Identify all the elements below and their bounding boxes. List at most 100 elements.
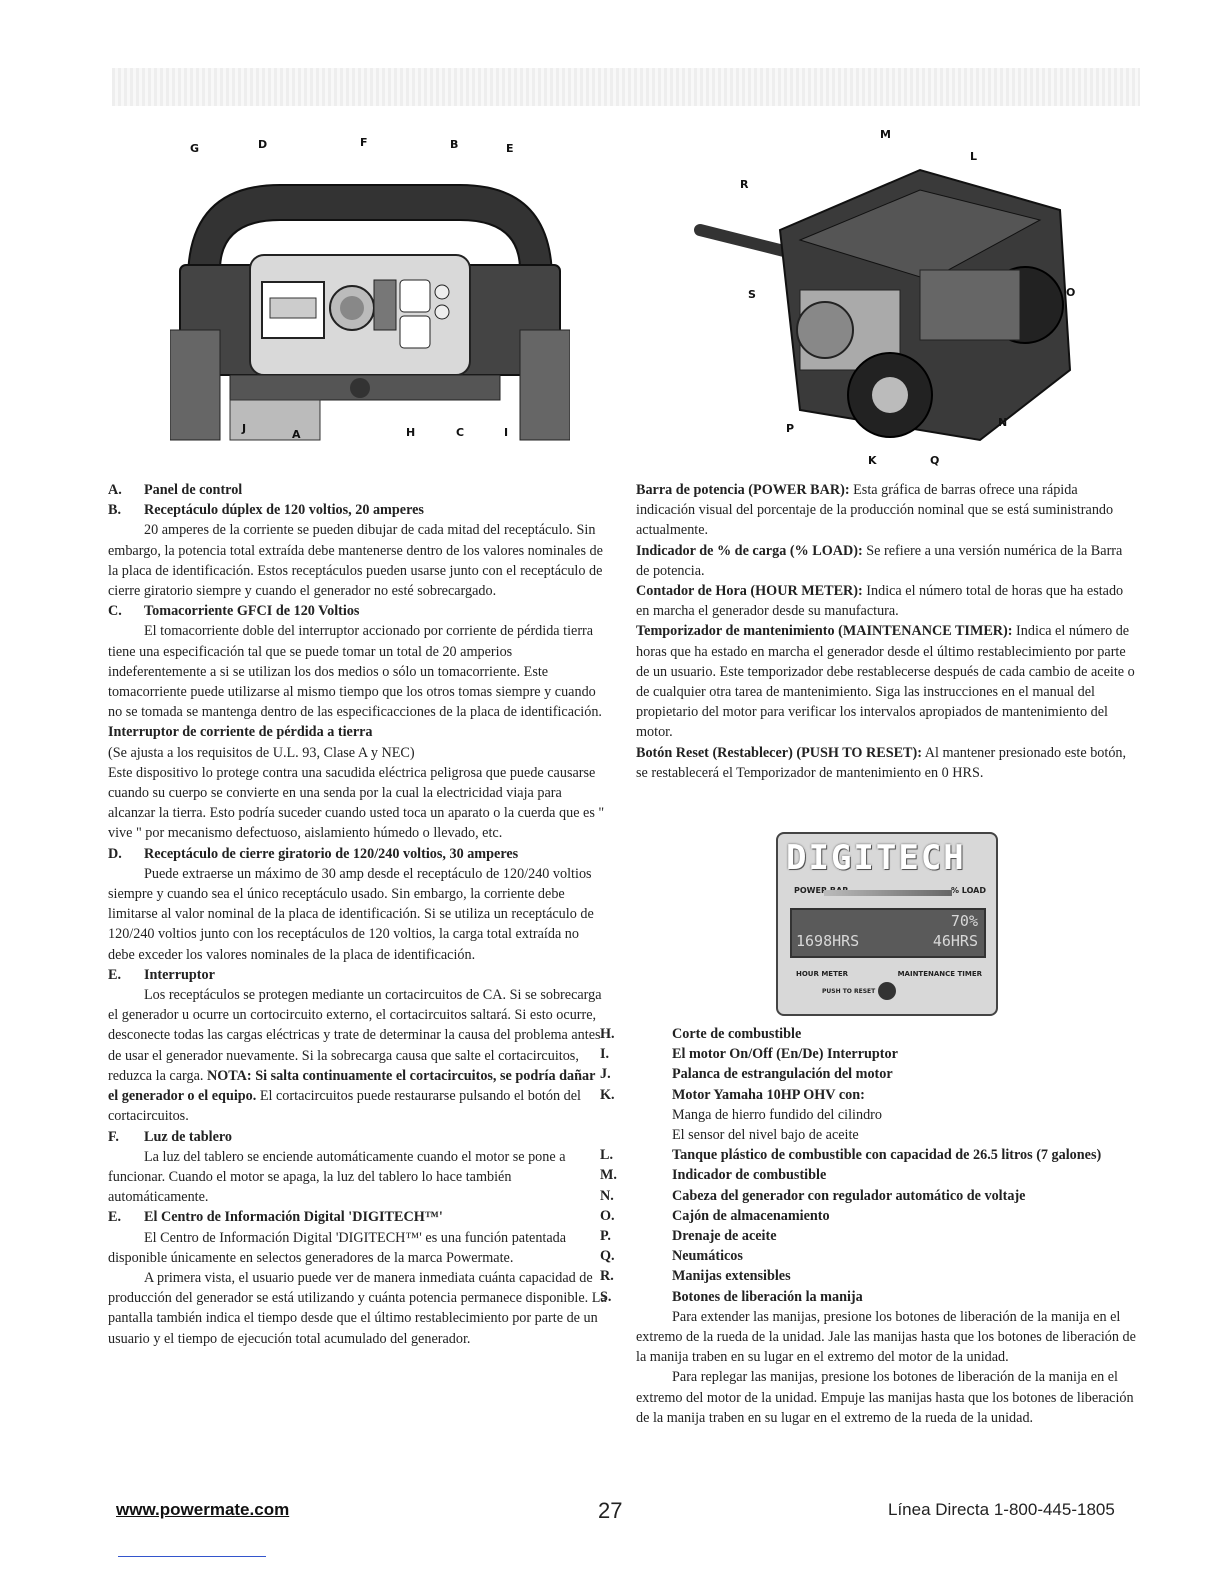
digitech-display: DIGITECH POWER BAR % LOAD 70% 1698HRS 46… — [776, 832, 998, 1016]
definition: Temporizador de mantenimiento (MAINTENAN… — [636, 621, 1138, 742]
list-item: M. Indicador de combustible — [600, 1165, 1138, 1185]
label-K: K — [868, 454, 877, 467]
paragraph: 20 amperes de la corriente se pueden dib… — [108, 522, 603, 600]
header-band — [112, 68, 1140, 106]
reset-button[interactable] — [878, 982, 896, 1000]
footer-rule — [118, 1556, 266, 1557]
label-B: B — [450, 138, 459, 151]
list-key: M. — [600, 1167, 617, 1184]
list-label: Cajón de almacenamiento — [672, 1207, 830, 1224]
list-label: Neumáticos — [672, 1248, 743, 1265]
load-label: % LOAD — [950, 886, 986, 895]
list-key: J. — [600, 1066, 611, 1083]
generator-figure: M L R S O P N K Q — [680, 120, 1090, 470]
subheading: Interruptor de corriente de pérdida a ti… — [108, 724, 373, 741]
definition-text: Esta gráfica de barras ofrece una rápida… — [636, 482, 1114, 539]
label-M: M — [880, 128, 891, 141]
paragraph: (Se ajusta a los requisitos de U.L. 93, … — [108, 744, 415, 761]
list-item: O. Cajón de almacenamiento — [600, 1206, 1138, 1226]
list-key: S. — [600, 1288, 612, 1305]
definition: Botón Reset (Restablecer) (PUSH TO RESET… — [636, 743, 1138, 783]
list-key: P. — [600, 1228, 611, 1245]
label-C: C — [456, 426, 465, 439]
label-A: A — [292, 428, 301, 441]
label-F: F — [360, 136, 368, 149]
paragraph: Puede extraerse un máximo de 30 amp desd… — [108, 865, 594, 963]
section-heading: E. El Centro de Información Digital 'DIGI… — [108, 1207, 608, 1227]
power-bar-label: POWER BAR — [794, 886, 849, 895]
section-heading: E. Interruptor — [108, 965, 608, 985]
generator-drawing — [694, 168, 1072, 442]
paragraph: Para replegar las manijas, presione los … — [636, 1369, 1134, 1426]
list-item: H. Corte de combustible — [600, 1024, 1138, 1044]
section-key: A. — [108, 482, 122, 498]
list-label: Manijas extensibles — [672, 1268, 791, 1285]
power-bar — [824, 890, 952, 896]
definition-term: Botón Reset (Restablecer) (PUSH TO RESET… — [636, 744, 922, 761]
list-key: O. — [600, 1207, 615, 1224]
definition: Barra de potencia (POWER BAR): Esta gráf… — [636, 480, 1138, 541]
lcd-hours: 1698HRS — [796, 932, 860, 950]
paragraph: Los receptáculos se protegen mediante un… — [108, 985, 608, 1126]
hour-meter-label: HOUR METER — [796, 970, 849, 978]
definition-term: Barra de potencia (POWER BAR): — [636, 482, 850, 498]
section-key: E. — [108, 966, 122, 983]
digitech-logo: DIGITECH — [786, 838, 966, 878]
definition-text: Indica el número de horas que ha estado … — [636, 623, 1135, 741]
list-label: Motor Yamaha 10HP OHV con: — [672, 1086, 865, 1103]
section-title: Luz de tablero — [144, 1128, 233, 1145]
section-heading: B. Receptáculo dúplex de 120 voltios, 20 … — [108, 500, 608, 520]
section-title: Tomacorriente GFCI de 120 Voltios — [144, 603, 360, 620]
section-key: C. — [108, 603, 122, 620]
label-P: P — [786, 422, 795, 435]
lcd-load: 70% — [950, 912, 978, 930]
definition-text: Al mantener presionado este botón, se re… — [636, 744, 1127, 781]
list-key: I. — [600, 1046, 610, 1063]
definition-text: Indica el número total de horas que ha e… — [636, 583, 1124, 620]
label-H: H — [406, 426, 416, 439]
label-D: D — [258, 138, 268, 151]
label-R: R — [740, 178, 749, 191]
paragraph: La luz del tablero se enciende automátic… — [108, 1148, 566, 1206]
paragraph: Para extender las manijas, presione los … — [636, 1308, 1136, 1366]
section-heading: F.Luz de tablero — [108, 1127, 608, 1147]
list-label: Corte de combustible — [672, 1026, 802, 1042]
section-key: E. — [108, 1209, 122, 1226]
list-subitem: Manga de hierro fundido del cilindro — [672, 1106, 882, 1123]
paragraph: A primera vista, el usuario puede ver de… — [108, 1269, 607, 1347]
section-key: B. — [108, 502, 122, 519]
definition-term: Contador de Hora (HOUR METER): — [636, 583, 863, 600]
list-label: El motor On/Off (En/De) Interruptor — [672, 1046, 898, 1063]
paragraph-text: El cortacircuitos puede restaurarse puls… — [108, 1088, 581, 1125]
maintenance-timer-label: MAINTENANCE TIMER — [897, 970, 982, 978]
paragraph-text: Los receptáculos se protegen mediante un… — [108, 987, 602, 1084]
list-label: Indicador de combustible — [672, 1167, 827, 1184]
section-heading: C. Tomacorriente GFCI de 120 Voltios — [108, 601, 608, 621]
list-item: N.Cabeza del generador con regulador aut… — [600, 1186, 1138, 1206]
label-Q: Q — [930, 454, 940, 467]
definition-term: Temporizador de mantenimiento (MAINTENAN… — [636, 623, 1013, 640]
note-text: NOTA: Si salta continuamente el cortacir… — [108, 1067, 596, 1105]
section-title: Panel de control — [144, 482, 243, 498]
list-key: L. — [600, 1147, 614, 1164]
section-title: Receptáculo dúplex de 120 voltios, 20 am… — [144, 502, 424, 519]
section-key: D. — [108, 845, 122, 862]
right-column: Barra de potencia (POWER BAR): Esta gráf… — [636, 480, 1138, 783]
list-label: Cabeza del generador con regulador autom… — [672, 1187, 1026, 1204]
footer-url[interactable]: www.powermate.com — [116, 1500, 290, 1519]
definition: Contador de Hora (HOUR METER): Indica el… — [636, 581, 1138, 621]
label-O: O — [1066, 286, 1076, 299]
list-item: K.Motor Yamaha 10HP OHV con: — [600, 1085, 1138, 1105]
lcd-maint: 46HRS — [932, 932, 978, 950]
section-title: Receptáculo de cierre giratorio de 120/2… — [144, 845, 519, 862]
paragraph: El Centro de Información Digital 'DIGITE… — [108, 1229, 567, 1266]
section-title: Interruptor — [144, 966, 215, 983]
definition-text: Se refiere a una versión numérica de la … — [636, 542, 1123, 579]
page-number: 27 — [598, 1498, 623, 1523]
list-key: H. — [600, 1026, 615, 1042]
list-key: Q. — [600, 1248, 615, 1265]
control-panel-figure: G D F B E J A H C I — [169, 130, 571, 450]
section-title: El Centro de Información Digital 'DIGITE… — [144, 1209, 443, 1226]
label-N: N — [998, 416, 1008, 429]
